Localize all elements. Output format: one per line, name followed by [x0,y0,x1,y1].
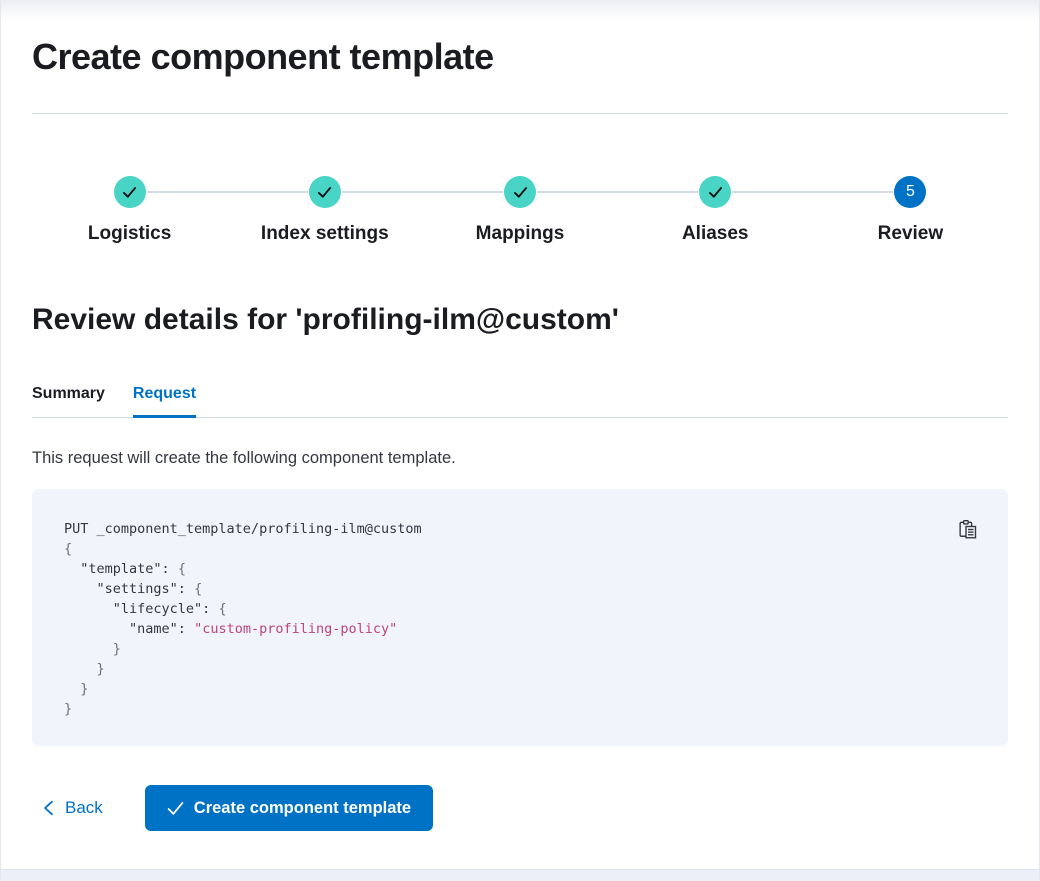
request-code-block: PUT _component_template/profiling-ilm@cu… [32,489,1008,746]
check-icon [708,186,722,198]
review-heading: Review details for 'profiling-ilm@custom… [32,303,619,336]
main-content: Create component template Logistics Index… [1,36,1039,831]
step-complete-circle [113,176,146,208]
code-line: "template": { [64,561,186,577]
step-complete-circle [699,176,732,208]
create-button-label: Create component template [193,798,412,817]
step-complete-circle [308,176,341,208]
wizard-footer: Back Create component template [32,785,1008,831]
step-logistics[interactable]: Logistics [32,176,228,245]
create-component-template-button[interactable]: Create component template [144,785,434,831]
step-aliases[interactable]: Aliases [617,176,814,245]
code-line: { [64,541,73,557]
step-label: Mappings [475,223,565,244]
step-label: Aliases [681,223,749,244]
back-button[interactable]: Back [42,798,103,818]
step-current-circle: 5 [894,176,927,208]
step-label: Review [877,223,944,244]
code-line: "settings": { [64,581,203,597]
code-line: } [64,701,73,717]
code-line: PUT _component_template/profiling-ilm@cu… [64,521,422,537]
tab-request[interactable]: Request [132,385,197,418]
check-icon [167,801,184,815]
step-label: Index settings [260,223,389,244]
code-line: "lifecycle": { [64,601,227,617]
check-icon [123,186,137,198]
code-line: } [64,641,121,657]
step-index-settings[interactable]: Index settings [227,176,423,245]
top-inset-shadow [1,0,1039,22]
header-divider [32,113,1008,114]
chevron-left-icon [44,800,53,816]
copy-button[interactable] [956,517,980,541]
tab-summary[interactable]: Summary [32,385,105,402]
step-label: Logistics [87,223,172,244]
code-line: } [64,661,105,677]
step-complete-circle [504,176,536,208]
code-line: "name": "custom-profiling-policy" [64,621,398,637]
step-mappings[interactable]: Mappings [422,176,618,245]
review-tabs: Summary Request [32,385,1008,418]
back-label: Back [65,798,103,817]
clipboard-icon [959,519,977,539]
page-background-strip [1,869,1039,881]
check-icon [318,186,332,198]
code-line: } [64,681,89,697]
page-title: Create component template [32,36,494,77]
request-description: This request will create the following c… [32,449,456,467]
check-icon [513,186,527,198]
code-content: PUT _component_template/profiling-ilm@cu… [64,519,976,719]
